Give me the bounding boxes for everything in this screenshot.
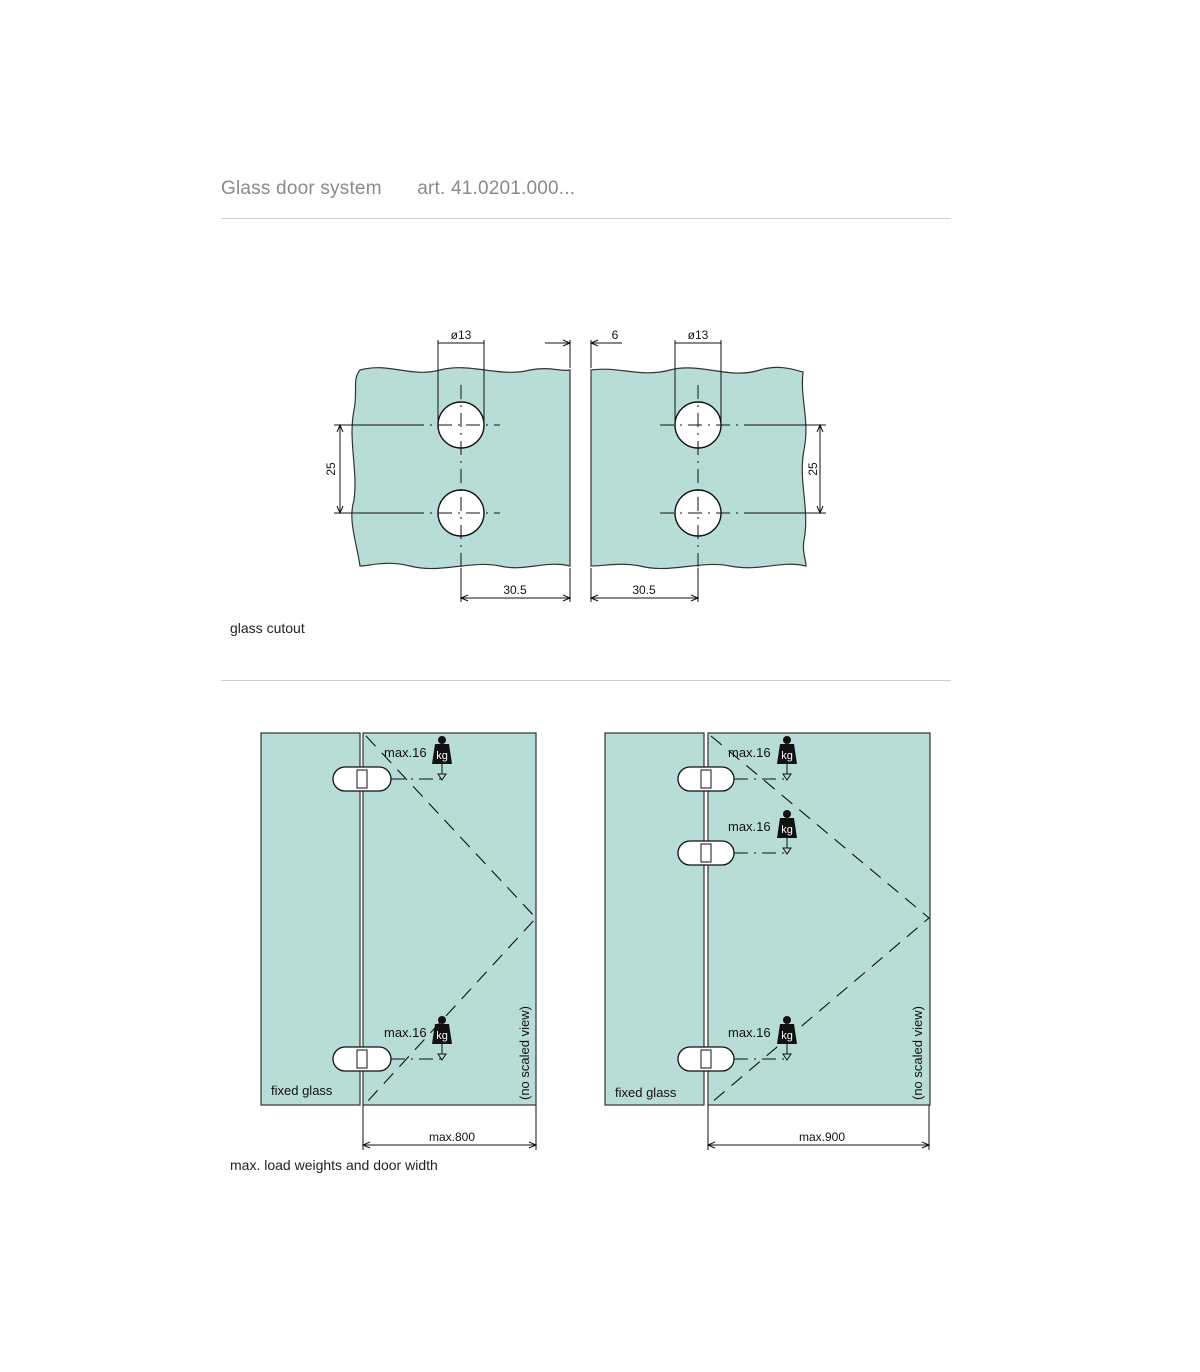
header-divider xyxy=(221,218,951,219)
load-diagram-two-hinges: max.16 kg max.16 kg fixed glass (no scal… xyxy=(260,732,538,1150)
kg-label: kg xyxy=(781,824,793,836)
cutout-caption: glass cutout xyxy=(230,620,305,636)
load-caption: max. load weights and door width xyxy=(230,1157,438,1173)
load-weight-label: max.16 xyxy=(384,1025,427,1040)
section-divider xyxy=(221,680,951,681)
left-door-width-dim: max.800 xyxy=(429,1130,475,1144)
cutout-right-panel xyxy=(590,366,807,570)
hinge-icon xyxy=(677,766,735,792)
fixed-glass-label: fixed glass xyxy=(615,1085,677,1100)
cutout-drawing: 25 25 ø13 ø13 6 30.5 xyxy=(324,328,826,602)
right-door-width-dim: max.900 xyxy=(799,1130,845,1144)
page-header: Glass door system art. 41.0201.000... xyxy=(221,178,575,200)
left-edge-dim: 30.5 xyxy=(503,583,527,597)
hinge-icon xyxy=(332,1046,392,1072)
gap-dim: 6 xyxy=(612,328,619,342)
kg-label: kg xyxy=(781,1030,793,1042)
right-edge-dim: 30.5 xyxy=(632,583,656,597)
hinge-icon xyxy=(332,766,392,792)
hinge-icon xyxy=(677,840,735,866)
cutout-left-panel xyxy=(351,367,571,570)
kg-label: kg xyxy=(436,750,448,762)
right-spacing-dim: 25 xyxy=(806,462,820,476)
fixed-glass-label: fixed glass xyxy=(271,1083,333,1098)
load-weight-label: max.16 xyxy=(384,745,427,760)
no-scale-note: (no scaled view) xyxy=(910,1006,925,1100)
load-weight-label: max.16 xyxy=(728,819,771,834)
no-scale-note: (no scaled view) xyxy=(517,1006,532,1100)
left-hole-diameter-dim: ø13 xyxy=(451,328,472,342)
door-panel-left xyxy=(362,732,537,1106)
load-weight-label: max.16 xyxy=(728,1025,771,1040)
article-number: art. 41.0201.000... xyxy=(417,178,576,199)
product-title: Glass door system xyxy=(221,178,382,199)
hinge-icon xyxy=(677,1046,735,1072)
fixed-glass-panel-left xyxy=(260,732,361,1106)
kg-label: kg xyxy=(781,750,793,762)
door-panel-right xyxy=(707,732,931,1106)
fixed-glass-panel-right xyxy=(604,732,705,1106)
right-hole-diameter-dim: ø13 xyxy=(688,328,709,342)
load-diagram-three-hinges: max.16 kg max.16 kg max.16 kg fixed glas… xyxy=(604,732,931,1150)
load-weight-label: max.16 xyxy=(728,745,771,760)
kg-label: kg xyxy=(436,1030,448,1042)
left-spacing-dim: 25 xyxy=(324,462,338,476)
